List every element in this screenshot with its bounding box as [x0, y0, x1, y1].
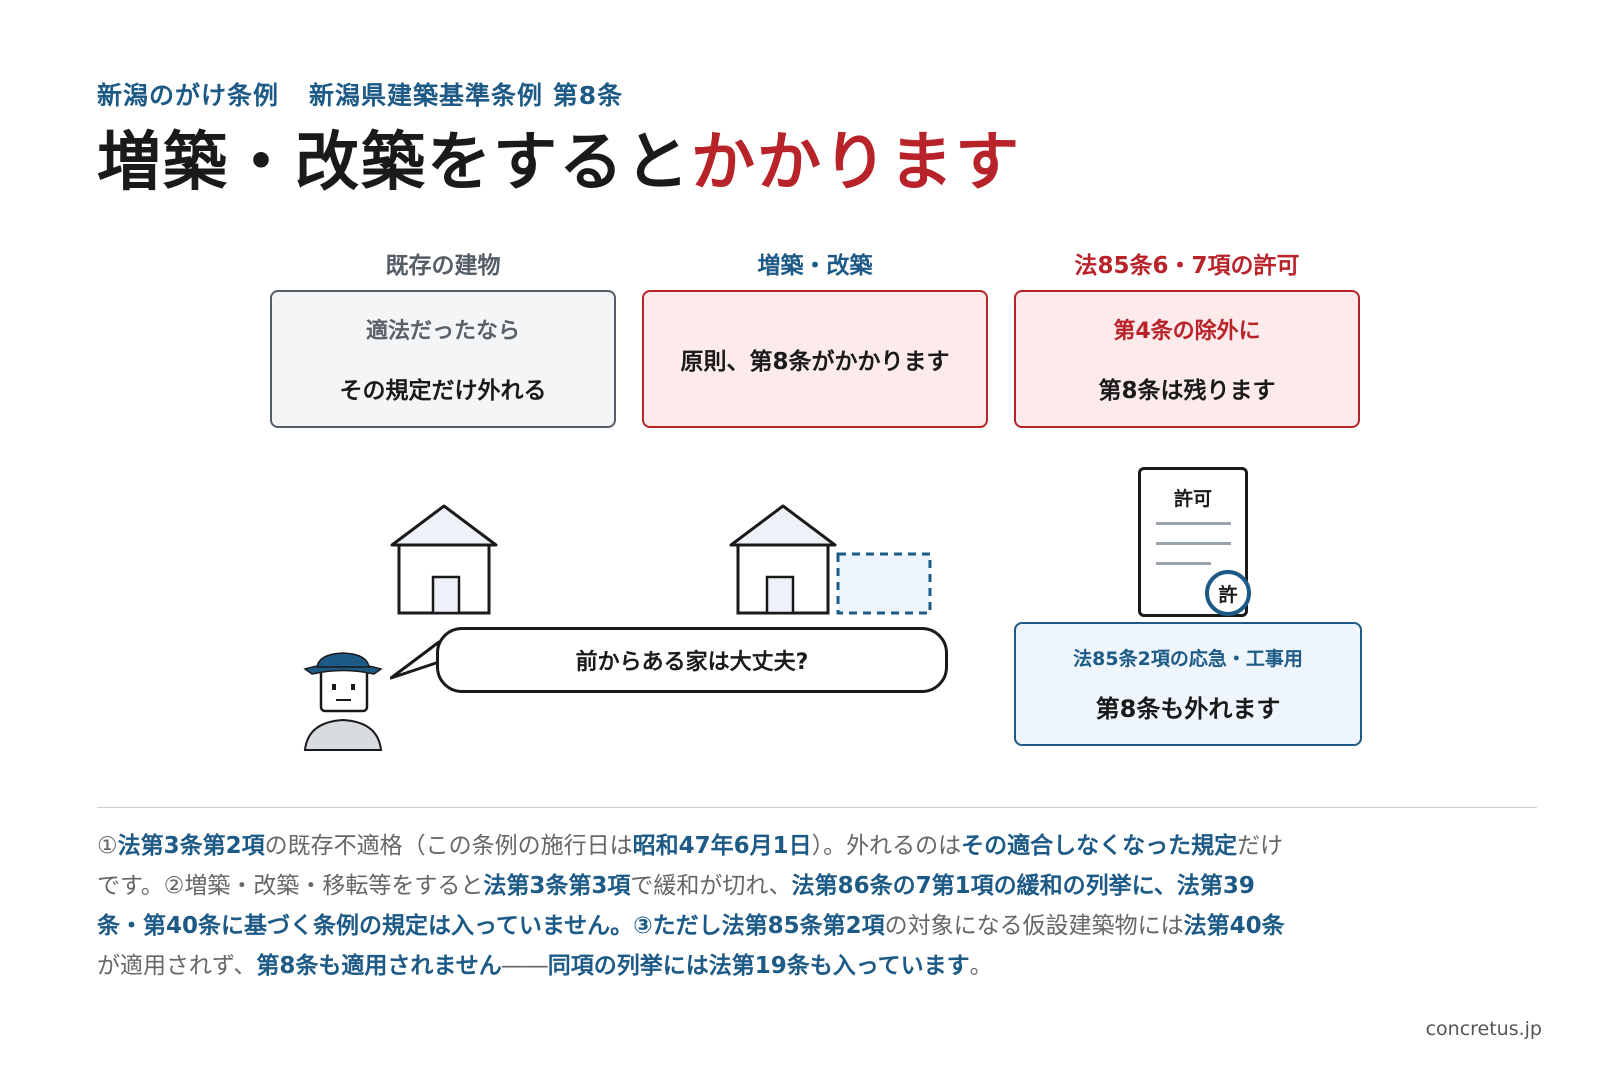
- speech-bubble: 前からある家は大丈夫?: [436, 627, 948, 693]
- paragraph-text: だけです。②増築・改築・移転等をすると: [97, 833, 1284, 899]
- paragraph-emphasis: 法第85条第2項: [721, 913, 885, 939]
- paragraph-text: 。: [969, 953, 993, 979]
- permit-stamp-icon: 許: [1205, 570, 1251, 616]
- paragraph-emphasis: 同項の列挙には法第19条も入っています: [547, 953, 970, 979]
- paragraph-text: が適用されず、: [97, 953, 257, 979]
- paragraph-text: の対象になる仮設建築物には: [884, 913, 1184, 939]
- card-permit: 第4条の除外に 第8条は残ります: [1014, 290, 1360, 428]
- paragraph-emphasis: 法第40条: [1183, 913, 1285, 939]
- site-credit: concretus.jp: [1425, 1018, 1542, 1040]
- card-permit-line2: 第8条は残ります: [1098, 378, 1276, 404]
- subtitle: 新潟のがけ条例新潟県建築基準条例 第8条: [97, 76, 623, 112]
- title-main: 増築・改築をすると: [97, 126, 691, 200]
- speech-tail: [390, 640, 441, 680]
- card-extension-line: 原則、第8条がかかります: [680, 349, 950, 375]
- card-extension: 原則、第8条がかかります: [642, 290, 988, 428]
- heading-existing: 既存の建物: [385, 253, 501, 279]
- paragraph-emphasis: 第8条も適用されません: [256, 953, 502, 979]
- subtitle-law: 新潟県建築基準条例 第8条: [309, 81, 624, 110]
- house-icon: [390, 504, 498, 615]
- title-accent: かかります: [691, 126, 1021, 200]
- paragraph-emphasis: 法第3条第3項: [483, 873, 631, 899]
- paragraph-text: で緩和が切れ、: [630, 873, 792, 899]
- paragraph-emphasis: 昭和47年6月1日: [632, 833, 812, 859]
- card-temporary-line1: 法85条2項の応急・工事用: [1073, 648, 1303, 670]
- heading-extension: 増築・改築: [757, 253, 873, 279]
- page-title: 増築・改築をするとかかります: [97, 128, 1021, 198]
- house-with-extension-icon: [729, 504, 932, 615]
- person-icon: [303, 652, 383, 751]
- paragraph-emphasis: ③ただし: [633, 913, 722, 939]
- heading-permit: 法85条6・7項の許可: [1074, 253, 1300, 279]
- card-existing-line2: その規定だけ外れる: [339, 378, 547, 404]
- permit-document-title: 許可: [1173, 488, 1212, 510]
- card-permit-line1: 第4条の除外に: [1113, 319, 1261, 344]
- paragraph-text: ）。外れるのは: [811, 833, 962, 859]
- paragraph-text: ――: [501, 953, 548, 979]
- card-existing-line1: 適法だったなら: [365, 319, 520, 344]
- explanation-paragraph: ①法第3条第2項の既存不適格（この条例の施行日は昭和47年6月1日）。外れるのは…: [97, 826, 1297, 986]
- paragraph-emphasis: 法第86条の7第1項の緩和の列挙に、法第39条・第40条に基づく条例の規定は入っ…: [97, 873, 1255, 939]
- card-temporary-exception: 法85条2項の応急・工事用 第8条も外れます: [1014, 622, 1362, 746]
- paragraph-text: の既存不適格（この条例の施行日は: [264, 833, 633, 859]
- paragraph-emphasis: 法第3条第2項: [117, 833, 265, 859]
- card-temporary-line2: 第8条も外れます: [1095, 695, 1281, 723]
- divider: [97, 807, 1537, 808]
- paragraph-emphasis: その適合しなくなった規定: [961, 833, 1238, 859]
- paragraph-text: ①: [97, 833, 118, 859]
- subtitle-topic: 新潟のがけ条例: [97, 81, 280, 110]
- card-existing: 適法だったなら その規定だけ外れる: [270, 290, 616, 428]
